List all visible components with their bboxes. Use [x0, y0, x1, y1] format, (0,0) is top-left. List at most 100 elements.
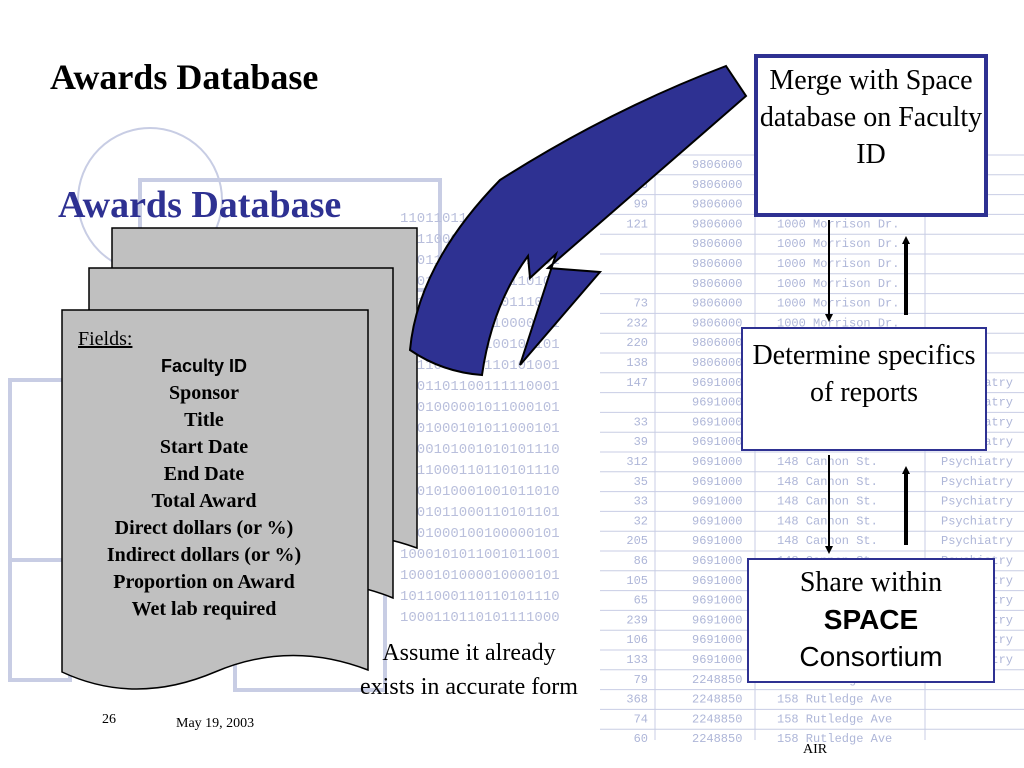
spreadsheet-cell: 9691000	[692, 396, 742, 410]
spreadsheet-cell: 133	[626, 653, 648, 667]
spreadsheet-cell: 60	[634, 732, 648, 746]
spreadsheet-cell: 148 Cannon St.	[777, 455, 878, 469]
spreadsheet-cell: 9691000	[692, 633, 742, 647]
spreadsheet-cell: 9691000	[692, 534, 742, 548]
spreadsheet-cell: 33	[634, 415, 648, 429]
spreadsheet-cell: Psychiatry	[941, 495, 1013, 509]
spreadsheet-cell: 9691000	[692, 495, 742, 509]
spreadsheet-cell: 9806000	[692, 257, 742, 271]
spreadsheet-cell: 2248850	[692, 732, 742, 746]
spreadsheet-cell: 2248850	[692, 712, 742, 726]
field-item: End Date	[163, 463, 245, 485]
spreadsheet-cell: 1000 Morrison Dr.	[777, 217, 899, 231]
binary-digits: 1011000110110101110	[400, 463, 560, 479]
binary-digits: 0001101100111110001	[400, 379, 560, 395]
spreadsheet-cell: Psychiatry	[941, 534, 1013, 548]
binary-digits: 0101000101011000101	[400, 421, 560, 437]
binary-digits: 1011000110110101110	[400, 589, 560, 605]
field-item: Start Date	[159, 436, 249, 458]
assumption-note: Assume it already exists in accurate for…	[360, 640, 578, 700]
spreadsheet-cell: 312	[626, 455, 648, 469]
binary-digits: 1000101001010101110	[400, 442, 560, 458]
spreadsheet-cell: 9806000	[692, 297, 742, 311]
binary-digits: 0001000001011000101	[400, 400, 560, 416]
page-title: Awards Database	[50, 57, 319, 97]
binary-digits: 1001011000110101101	[400, 505, 560, 521]
spreadsheet-cell: 9691000	[692, 415, 742, 429]
field-item: Total Award	[151, 490, 257, 512]
binary-digits: 1000101000010000101	[400, 568, 560, 584]
fields-list: Fields: Faculty ID Sponsor Title Start D…	[66, 326, 342, 623]
spreadsheet-cell: 158 Rutledge Ave	[777, 732, 892, 746]
spreadsheet-cell: 9691000	[692, 514, 742, 528]
spreadsheet-cell: Psychiatry	[941, 514, 1013, 528]
spreadsheet-cell: 9691000	[692, 455, 742, 469]
spreadsheet-cell: 9691000	[692, 613, 742, 627]
spreadsheet-cell: 239	[626, 613, 648, 627]
spreadsheet-cell: 106	[626, 633, 648, 647]
binary-digits: 1001000100100000101	[400, 526, 560, 542]
spreadsheet-cell: Psychiatry	[941, 455, 1013, 469]
field-item: Sponsor	[168, 382, 240, 404]
binary-digits: 0001010001001011010	[400, 484, 560, 500]
spreadsheet-cell: 9691000	[692, 574, 742, 588]
spreadsheet-cell: 220	[626, 336, 648, 350]
spreadsheet-cell: 74	[634, 712, 648, 726]
spreadsheet-cell: 1000 Morrison Dr.	[777, 316, 899, 330]
spreadsheet-cell: 9806000	[692, 277, 742, 291]
spreadsheet-cell: 9691000	[692, 653, 742, 667]
field-item: Indirect dollars (or %)	[106, 544, 302, 566]
spreadsheet-cell: 9806000	[692, 178, 742, 192]
spreadsheet-cell: 9806000	[692, 356, 742, 370]
footer-org: AIR	[803, 742, 828, 757]
spreadsheet-cell: 368	[626, 693, 648, 707]
spreadsheet-cell: 232	[626, 316, 648, 330]
share-line-1: Share within	[799, 567, 943, 598]
spreadsheet-cell: 158 Rutledge Ave	[777, 712, 892, 726]
merge-arrow	[408, 64, 748, 377]
spreadsheet-cell: Psychiatry	[941, 475, 1013, 489]
spreadsheet-cell: 9806000	[692, 336, 742, 350]
spreadsheet-cell: 9806000	[692, 198, 742, 212]
spreadsheet-cell: 205	[626, 534, 648, 548]
spreadsheet-cell: 9691000	[692, 554, 742, 568]
spreadsheet-cell: 9691000	[692, 594, 742, 608]
spreadsheet-cell: 99	[634, 198, 648, 212]
footer-date: May 19, 2003	[176, 716, 255, 731]
spreadsheet-cell: 1000 Morrison Dr.	[777, 257, 899, 271]
database-label: Awards Database	[58, 184, 342, 226]
spreadsheet-cell: 79	[634, 673, 648, 687]
spreadsheet-cell: 148 Cannon St.	[777, 514, 878, 528]
spreadsheet-cell: 65	[634, 594, 648, 608]
spreadsheet-cell: 105	[626, 574, 648, 588]
spreadsheet-cell: 9806000	[692, 158, 742, 172]
spreadsheet-cell: 33	[634, 495, 648, 509]
field-item: Direct dollars (or %)	[114, 517, 294, 539]
spreadsheet-cell: 9806000	[692, 217, 742, 231]
spreadsheet-cell: 1000 Morrison Dr.	[777, 297, 899, 311]
binary-digits: 1000110110101111000	[400, 610, 560, 626]
spreadsheet-cell: 9691000	[692, 376, 742, 390]
field-item: Title	[184, 409, 224, 431]
spreadsheet-cell: 9691000	[692, 435, 742, 449]
spreadsheet-cell: 35	[634, 475, 648, 489]
share-box: Share within SPACE Consortium	[747, 558, 995, 683]
spreadsheet-cell: 1000 Morrison Dr.	[777, 237, 899, 251]
spreadsheet-cell: 121	[626, 217, 648, 231]
field-item: Wet lab required	[131, 598, 277, 620]
spreadsheet-cell: 148 Cannon St.	[777, 475, 878, 489]
spreadsheet-cell: 148 Cannon St.	[777, 495, 878, 509]
share-line-2: SPACE	[823, 604, 919, 635]
spreadsheet-cell: 9806000	[692, 316, 742, 330]
spreadsheet-cell: 138	[626, 356, 648, 370]
binary-digits: 1000101011001011001	[400, 547, 560, 563]
page-number: 26	[102, 712, 116, 727]
spreadsheet-cell: 158 Rutledge Ave	[777, 693, 892, 707]
spreadsheet-cell: 148 Cannon St.	[777, 534, 878, 548]
spreadsheet-cell: 39	[634, 435, 648, 449]
spreadsheet-cell: 73	[634, 297, 648, 311]
spreadsheet-cell: 86	[634, 554, 648, 568]
spreadsheet-cell: 9691000	[692, 475, 742, 489]
